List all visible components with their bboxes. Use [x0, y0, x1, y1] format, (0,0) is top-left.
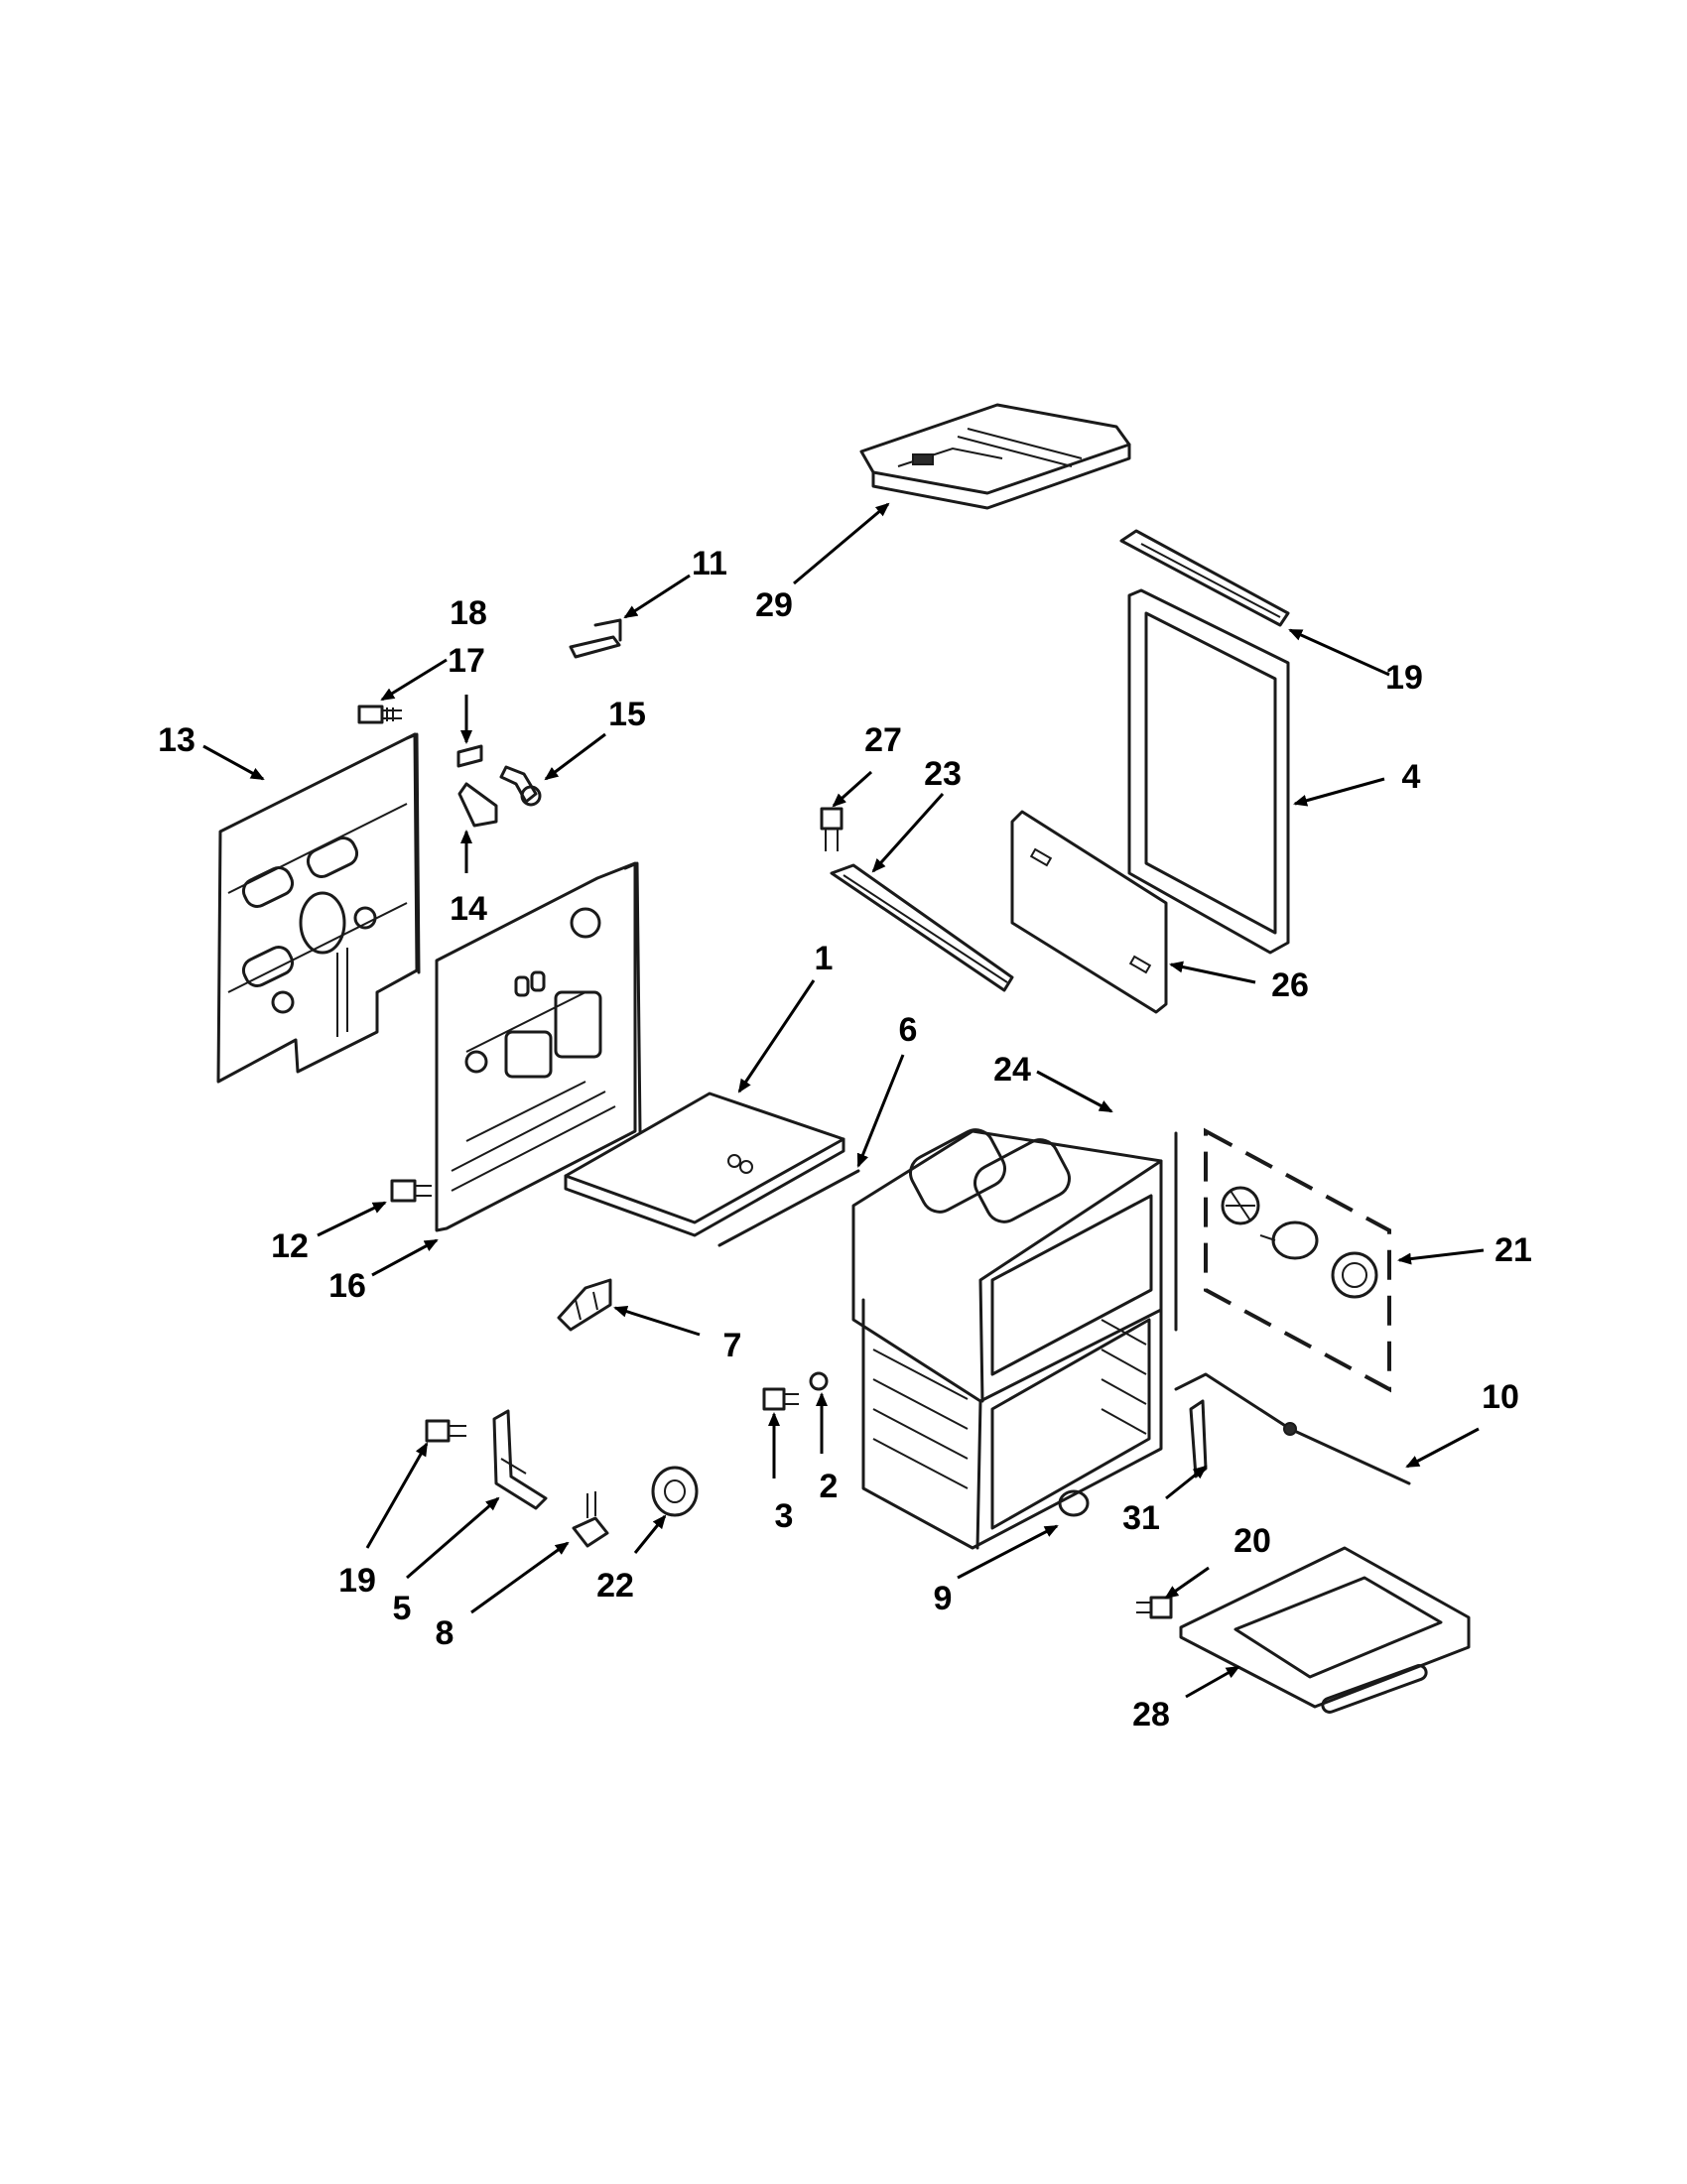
callout-20: 20	[1233, 1522, 1271, 1560]
callout-labels: 29 11 18 17 15 13 14 12 16 19 4 26 27 23…	[158, 545, 1532, 1734]
part-10-probe	[1174, 1372, 1411, 1485]
callout-21: 21	[1494, 1231, 1532, 1269]
part-5-leveling-bracket	[492, 1409, 548, 1510]
callout-3: 3	[775, 1497, 794, 1535]
part-11-bracket	[569, 618, 622, 659]
callout-16: 16	[328, 1267, 366, 1305]
part-22-cap	[651, 1466, 699, 1517]
callout-2: 2	[820, 1468, 839, 1505]
callout-31: 31	[1122, 1499, 1160, 1537]
part-23-slide	[830, 863, 1014, 992]
callout-4: 4	[1402, 758, 1421, 796]
callout-12: 12	[271, 1227, 309, 1265]
callout-23: 23	[924, 755, 962, 793]
callout-1: 1	[815, 940, 834, 977]
part-8-leveling-leg	[572, 1491, 609, 1548]
callout-28: 28	[1132, 1696, 1170, 1734]
callout-27: 27	[864, 721, 902, 759]
part-13-rear-panel	[216, 732, 421, 1084]
callout-5: 5	[393, 1590, 412, 1627]
part-29-top-panel	[859, 403, 1131, 510]
callout-17: 17	[448, 642, 485, 680]
part-19-lower-screw	[425, 1419, 466, 1443]
callout-6: 6	[899, 1011, 918, 1049]
part-15-screw	[499, 765, 542, 807]
part-1-tray	[564, 1092, 845, 1237]
side-frame-panel	[435, 861, 642, 1232]
callout-19-bottom: 19	[338, 1562, 376, 1600]
callout-29: 29	[755, 586, 793, 624]
part-9-knob	[1058, 1489, 1090, 1517]
callout-7: 7	[723, 1327, 742, 1364]
part-17-clip	[456, 744, 483, 768]
part-24-oven-cavity	[851, 1128, 1178, 1550]
callout-10: 10	[1482, 1378, 1519, 1416]
part-2-washer	[809, 1371, 829, 1391]
callout-22: 22	[596, 1567, 634, 1605]
callout-18: 18	[450, 594, 487, 632]
callout-14: 14	[450, 890, 487, 928]
callout-24: 24	[993, 1051, 1031, 1089]
leader-lines	[202, 502, 1485, 1699]
part-6-rod	[717, 1169, 860, 1247]
callout-13: 13	[158, 721, 195, 759]
part-12-screw	[390, 1179, 432, 1203]
callout-9: 9	[934, 1580, 953, 1617]
part-18-screw	[357, 705, 402, 724]
part-27-screw	[820, 807, 844, 851]
part-19-trim	[1119, 529, 1290, 627]
part-31-bracket	[1189, 1399, 1208, 1478]
callout-11: 11	[692, 545, 727, 582]
callout-8: 8	[436, 1614, 454, 1652]
part-20-screw	[1136, 1596, 1173, 1619]
part-26-panel	[1010, 810, 1168, 1014]
callout-26: 26	[1271, 966, 1309, 1004]
callout-19-top: 19	[1385, 659, 1423, 697]
callout-15: 15	[608, 696, 646, 733]
part-3-screw	[762, 1387, 799, 1411]
part-14-bracket	[457, 782, 498, 828]
part-28-drawer-panel	[1179, 1546, 1471, 1714]
part-21-light-kit	[1204, 1127, 1391, 1393]
part-7-bracket	[557, 1278, 612, 1332]
part-4-door-frame	[1127, 588, 1290, 955]
